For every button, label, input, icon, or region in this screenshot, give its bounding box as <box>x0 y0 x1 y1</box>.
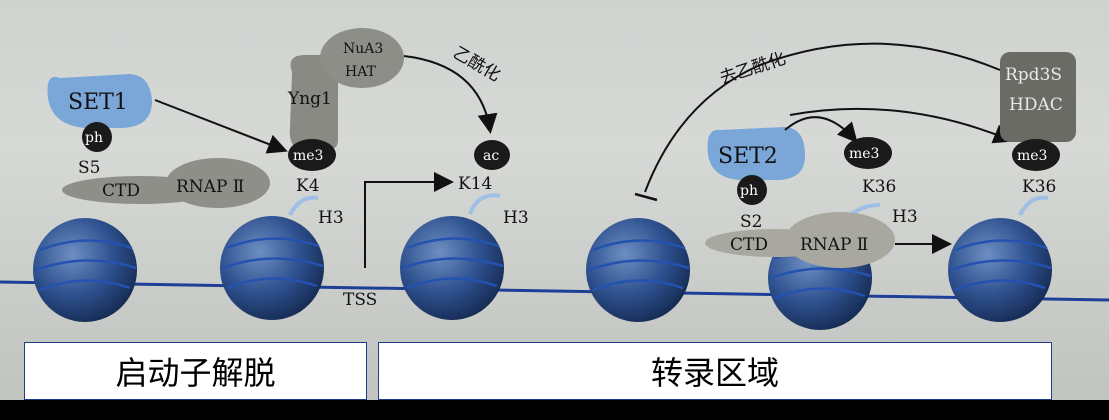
nua3-label: NuA3 <box>343 41 383 57</box>
ac-mark <box>474 140 510 170</box>
ph-right-mark <box>737 175 767 205</box>
transcribed-region-box: 转录区域 <box>378 342 1052 400</box>
acetylation-arrow <box>403 55 498 134</box>
h3-second-label: H3 <box>503 208 529 228</box>
me3-k4-label: me3 <box>293 148 323 164</box>
nucleosome-4 <box>586 218 690 322</box>
promoter-region-label: 启动子解脱 <box>115 354 276 392</box>
set2-to-k36-arrow <box>784 116 858 144</box>
me3-k4-mark <box>288 139 336 171</box>
ph-right-label: ph <box>740 183 758 199</box>
ctd-right-label: CTD <box>730 235 768 255</box>
set2-label: SET2 <box>718 144 778 169</box>
yng1-protein <box>289 55 338 151</box>
me3-k36-right-mark <box>1012 139 1060 171</box>
set1-protein <box>47 74 152 128</box>
transcribed-region-label: 转录区域 <box>650 354 779 392</box>
rpd3s-label: Rpd3S <box>1005 65 1062 85</box>
dna-strand <box>0 280 1109 302</box>
yng1-label: Yng1 <box>287 89 332 109</box>
inhibition-bar <box>634 192 658 202</box>
ph-left-label: ph <box>85 130 103 146</box>
nucleosome-3 <box>400 216 504 320</box>
ctd-left-label: CTD <box>102 181 140 201</box>
histone-tail-k14 <box>468 193 501 215</box>
ph-left-mark <box>82 122 112 152</box>
k14-label: K14 <box>458 174 492 194</box>
histone-tail-k36-right <box>1018 195 1049 216</box>
s2-label: S2 <box>740 212 762 232</box>
nucleosome-2 <box>220 216 324 320</box>
nucleosome-6 <box>948 218 1052 322</box>
k4-label: K4 <box>296 176 320 196</box>
h3-first-label: H3 <box>318 208 344 228</box>
hat-label: HAT <box>345 64 377 80</box>
set2-protein <box>707 127 805 180</box>
me3-k36-mid-label: me3 <box>849 146 879 162</box>
me3-k36-right-label: me3 <box>1017 148 1047 164</box>
ac-label: ac <box>483 148 499 164</box>
nucleosome-1 <box>33 218 137 322</box>
rpd3s-hdac-protein <box>1000 52 1076 142</box>
nua3-hat-protein <box>320 28 404 88</box>
set1-label: SET1 <box>68 90 128 115</box>
tss-label: TSS <box>343 290 377 310</box>
promoter-region-box: 启动子解脱 <box>24 342 367 400</box>
rnap-right-label: RNAP Ⅱ <box>800 235 868 255</box>
tss-arrow <box>364 172 454 268</box>
k36-right-label: K36 <box>1022 177 1056 197</box>
me3-k36-mid-mark <box>844 137 892 169</box>
s5-label: S5 <box>78 158 100 178</box>
rnap-left <box>166 158 270 208</box>
k36-mid-label: K36 <box>862 177 896 197</box>
deacetylation-inhibition <box>644 42 1001 193</box>
bottom-black-bar <box>0 400 1109 420</box>
rnap-right <box>785 212 895 268</box>
histone-tail-k4 <box>288 195 319 216</box>
h3-third-label: H3 <box>892 207 918 227</box>
hdac-label: HDAC <box>1009 95 1063 115</box>
set1-to-k4-arrow <box>154 99 288 154</box>
acetylation-label: 乙酰化 <box>450 43 504 86</box>
rnap-left-label: RNAP Ⅱ <box>176 177 244 197</box>
set2-to-right-k36-arrow <box>789 107 1014 144</box>
